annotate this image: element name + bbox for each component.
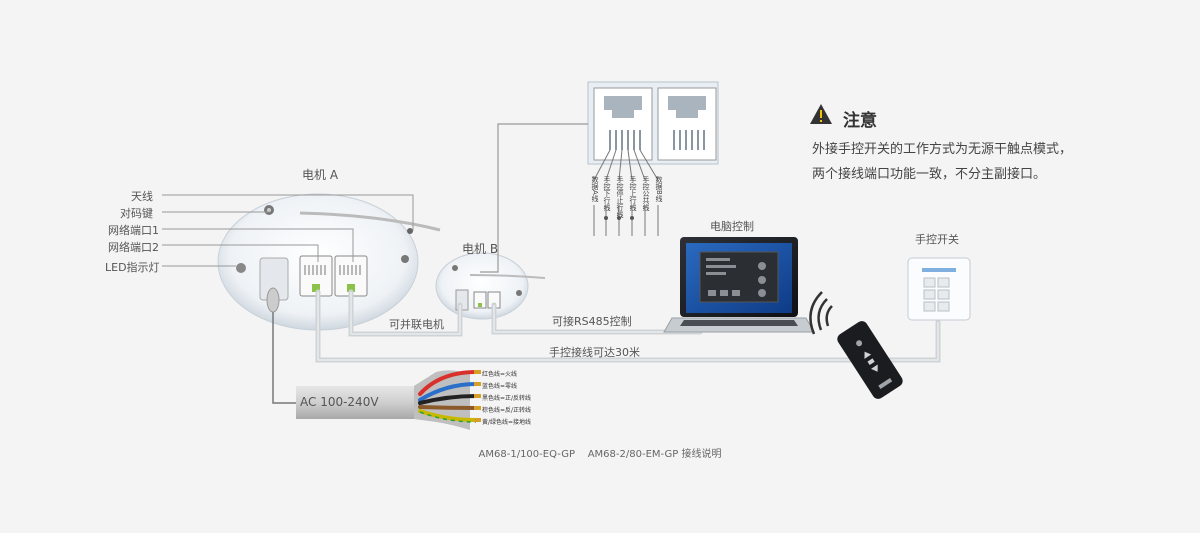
wire-label: 棕色线=反/正转线 [482,407,532,414]
label-led-indicator: LED指示灯 [105,261,160,274]
port-wire-label: 数据A线 [591,176,599,202]
warning-icon [810,104,832,124]
port-wire-label: 手控公共线 [642,176,650,211]
label-network-port-1: 网络端口1 [108,224,159,237]
parallel-motor-label: 可并联电机 [389,318,444,331]
label-antenna: 天线 [131,190,153,203]
motor-b-title: 电机 B [462,242,499,256]
port-wire-label: 手控上行线 [629,176,637,211]
led-indicator-icon [236,263,246,273]
antenna-a [299,211,441,232]
notice-line-2: 两个接线端口功能一致，不分主副接口。 [812,167,1047,182]
wire-label: 红色线=火线 [482,371,518,378]
ac-cable [296,386,414,419]
notice-line-1: 外接手控开关的工作方式为无源干触点模式， [812,142,1073,157]
port-wire-label: 数据B线 [655,176,663,202]
notice-title: 注意 [843,111,877,131]
motor-b-disc [435,252,529,320]
switch-title: 手控开关 [915,233,959,246]
diagram-caption: AM68-1/100-EQ-GP AM68-2/80-EM-GP 接线说明 [478,449,722,460]
label-network-port-2: 网络端口2 [108,241,159,254]
wire-label: 蓝色线=零线 [482,383,518,390]
label-pairing-key: 对码键 [120,207,153,220]
remote-control [837,321,903,399]
motor-a-title: 电机 A [302,168,339,182]
wire-label: 黄/绿色线=接地线 [482,419,532,426]
computer-title: 电脑控制 [710,220,754,233]
ac-voltage-label: AC 100-240V [300,395,379,409]
switch-range-label: 手控接线可达30米 [549,346,640,359]
port-wire-label: 手控下行线 [603,176,611,211]
rs485-label: 可接RS485控制 [552,315,632,328]
port-wire-label: 手控停止行线 [616,176,624,218]
wire-label: 黑色线=正/反转线 [482,395,532,402]
